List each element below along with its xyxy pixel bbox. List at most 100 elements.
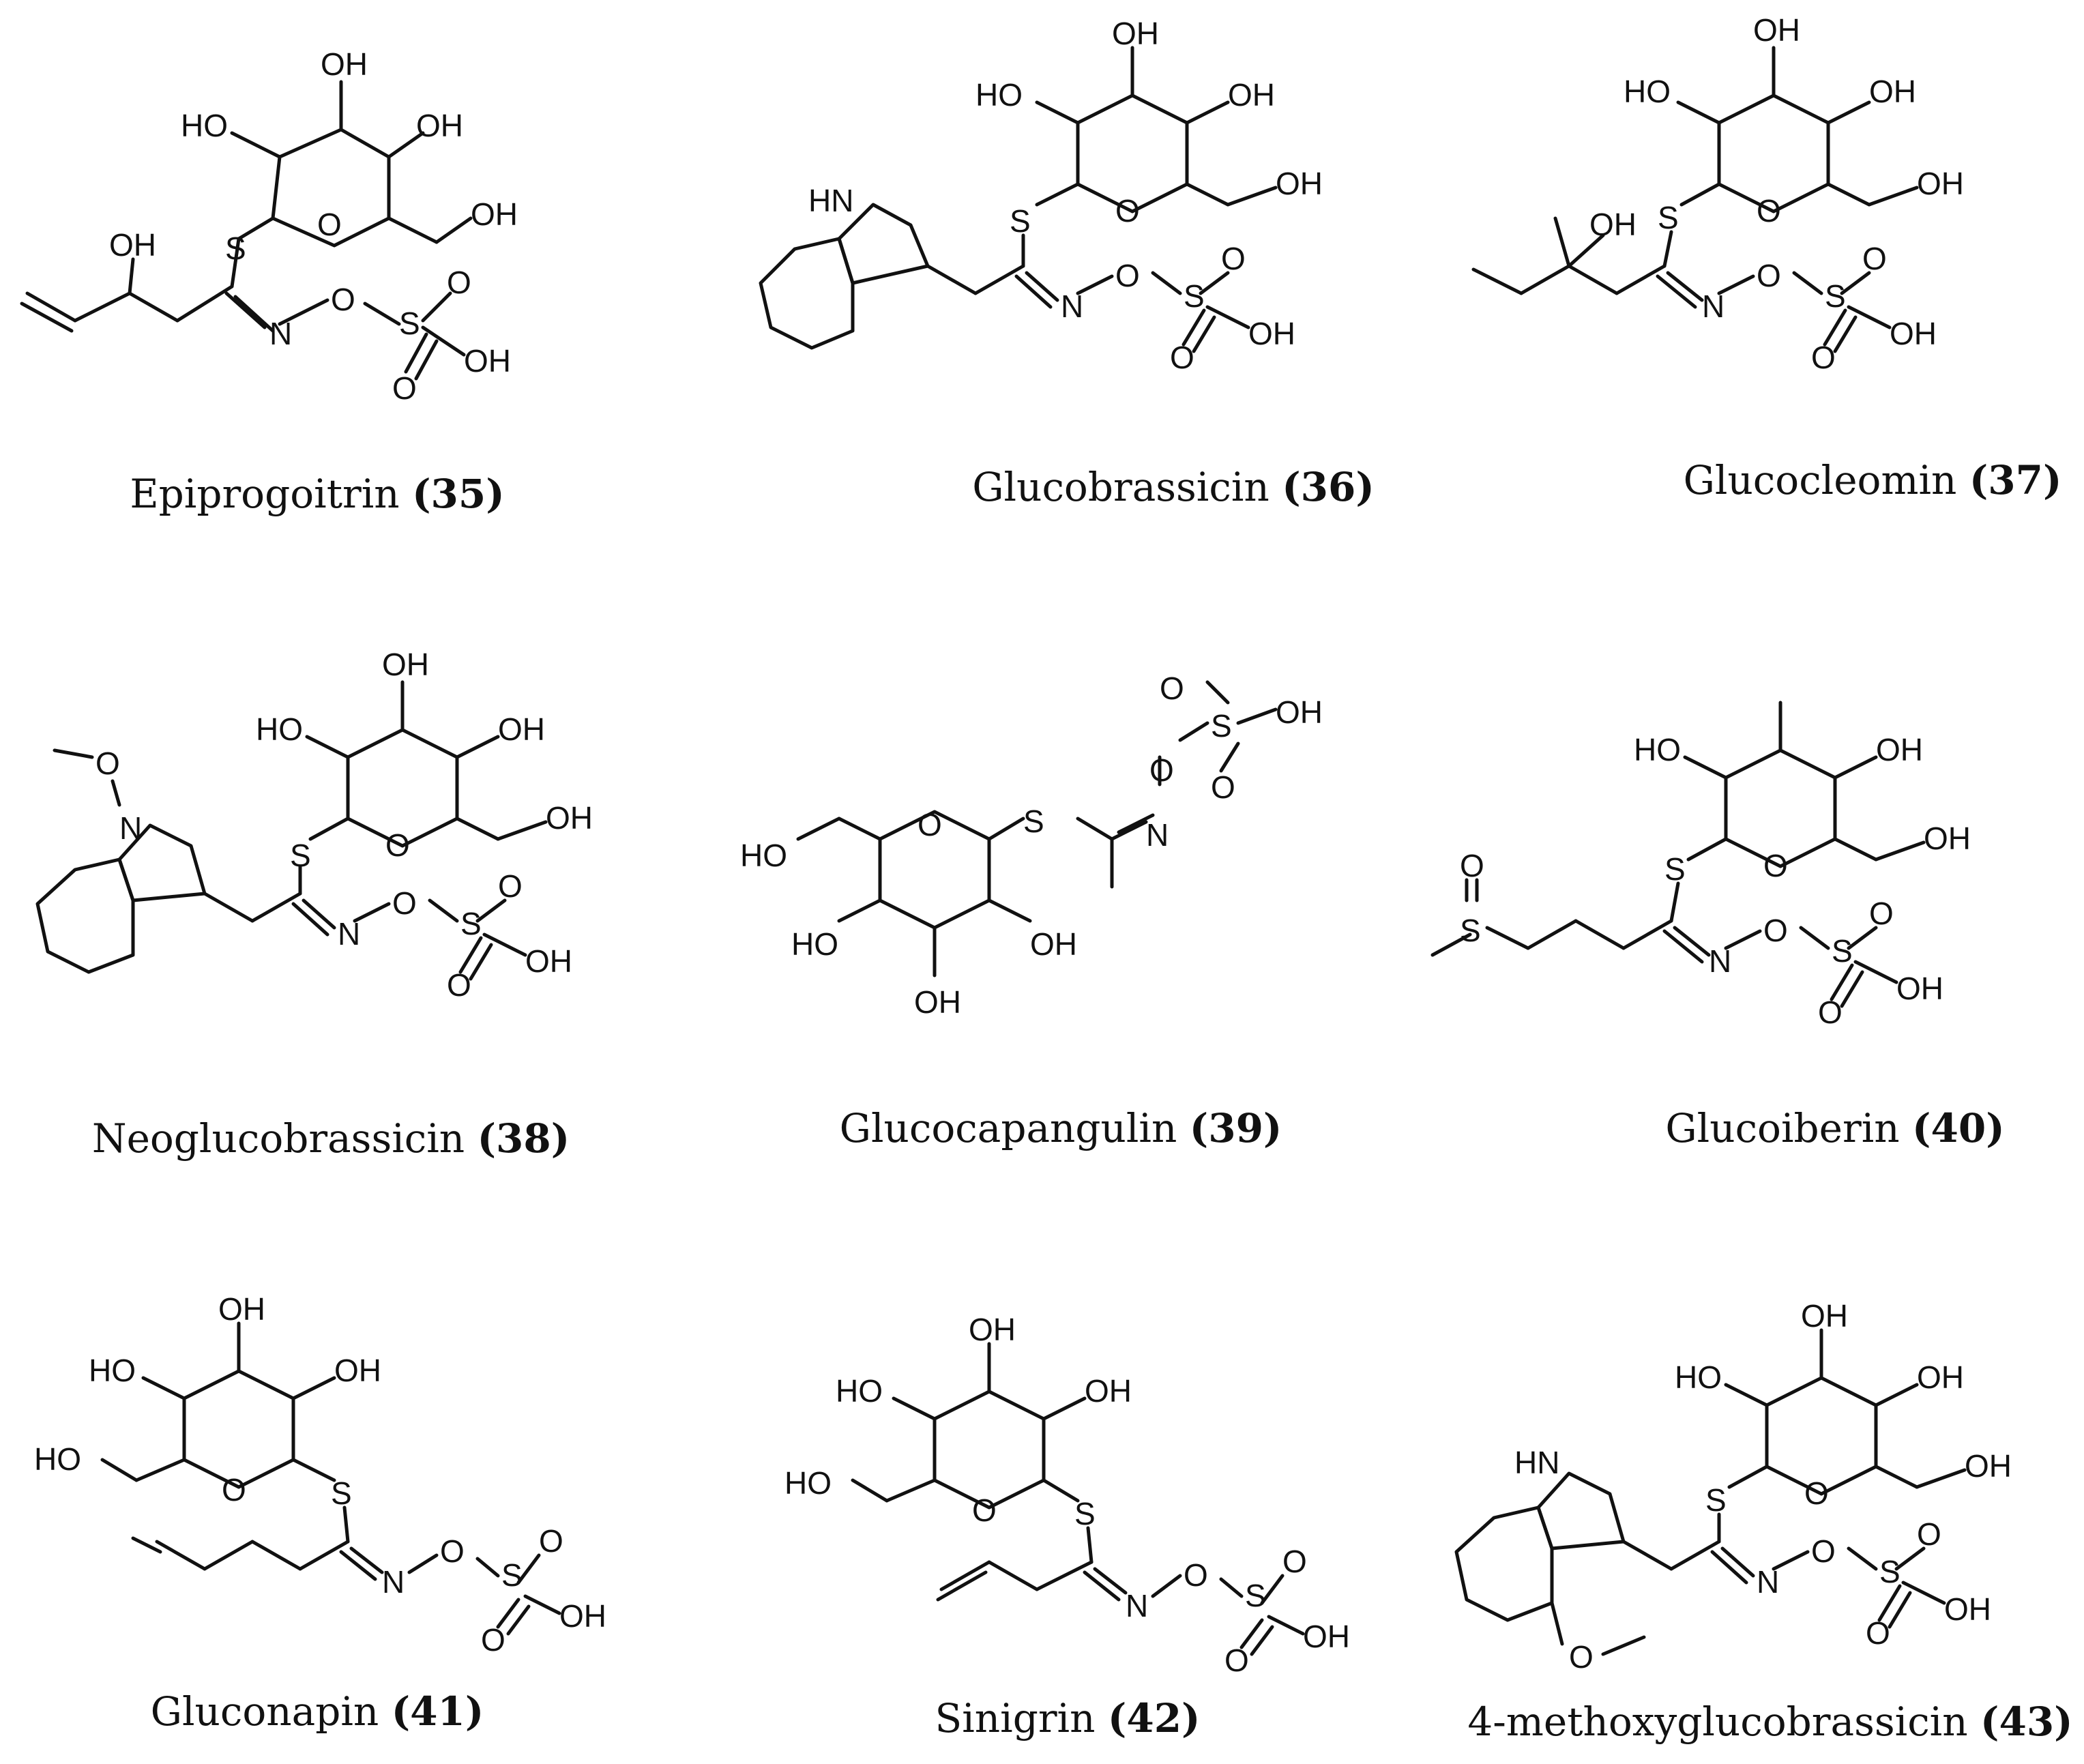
atom-s: S xyxy=(1658,200,1679,235)
atom-o: O xyxy=(222,1472,246,1508)
atom-oh: OH xyxy=(969,1312,1016,1347)
caption-sinigrin: Sinigrin (42) xyxy=(935,1699,1201,1738)
atom-o: O xyxy=(1282,1544,1307,1579)
atom-o: O xyxy=(385,827,410,863)
atom-hn: HN xyxy=(1514,1445,1559,1480)
atom-oh: OH xyxy=(321,46,368,82)
compound-number: (35) xyxy=(412,471,505,517)
atom-o: O xyxy=(440,1533,465,1569)
atom-s: S xyxy=(1184,278,1205,314)
structure-38 xyxy=(35,680,548,981)
atom-o: O xyxy=(1818,995,1843,1030)
atom-n: N xyxy=(119,810,142,846)
atom-ho: HO xyxy=(1634,732,1681,767)
atom-o: O xyxy=(1160,671,1184,706)
atom-ho: HO xyxy=(181,108,228,143)
atom-n: N xyxy=(382,1564,405,1600)
atom-o: O xyxy=(1862,241,1887,276)
atom-o: O xyxy=(918,807,942,842)
atom-o: O xyxy=(498,868,523,904)
atom-o: O xyxy=(1149,752,1174,788)
atom-o: O xyxy=(317,207,342,242)
atom-ho: HO xyxy=(784,1465,832,1501)
atom-o: O xyxy=(447,265,471,300)
atom-s: S xyxy=(399,306,420,341)
atom-hn: HN xyxy=(808,183,853,218)
atom-s: S xyxy=(1460,913,1481,948)
compound-name: Sinigrin xyxy=(935,1695,1096,1741)
atom-o: O xyxy=(1917,1516,1941,1552)
atom-o: O xyxy=(1866,1615,1890,1651)
atom-o: O xyxy=(1221,241,1246,276)
atom-o: O xyxy=(1763,913,1788,948)
atom-oh: OH xyxy=(1896,971,1943,1006)
compound-number: (39) xyxy=(1189,1105,1282,1151)
compound-number: (38) xyxy=(477,1115,570,1162)
atom-o: O xyxy=(1170,340,1194,375)
caption-gluconapin: Gluconapin (41) xyxy=(151,1692,484,1731)
atom-o: O xyxy=(447,967,471,1003)
compound-name: Epiprogoitrin xyxy=(130,471,400,517)
structure-36 xyxy=(759,46,1278,353)
atom-s: S xyxy=(1211,708,1232,744)
atom-ho: HO xyxy=(740,838,787,873)
structure-37 xyxy=(1471,46,1919,353)
atom-s: S xyxy=(1010,203,1031,239)
atom-oh: OH xyxy=(546,800,593,836)
atom-oh: OH xyxy=(1924,821,1971,856)
atom-ho: HO xyxy=(256,711,303,747)
atom-n: N xyxy=(338,916,360,952)
atom-oh: OH xyxy=(1876,732,1923,767)
caption-glucocapangulin: Glucocapangulin (39) xyxy=(840,1108,1282,1148)
atom-oh: OH xyxy=(1276,166,1323,201)
atom-o: O xyxy=(1211,769,1235,805)
atom-o: O xyxy=(1224,1643,1249,1678)
atom-oh: OH xyxy=(1917,1359,1964,1395)
caption-epiprogoitrin: Epiprogoitrin (35) xyxy=(130,474,504,514)
compound-name: Glucobrassicin xyxy=(972,464,1270,510)
atom-oh: OH xyxy=(1944,1591,1991,1627)
atom-o: O xyxy=(481,1622,505,1658)
atom-ho: HO xyxy=(89,1353,136,1388)
atom-s: S xyxy=(1825,278,1846,314)
atom-o: O xyxy=(392,885,417,921)
atom-ho: HO xyxy=(1675,1359,1722,1395)
atom-o: O xyxy=(1757,258,1781,293)
atom-ho: HO xyxy=(1624,74,1671,109)
atom-s: S xyxy=(331,1475,352,1511)
atom-oh: OH xyxy=(914,984,961,1020)
compound-number: (37) xyxy=(1969,457,2062,503)
atom-oh: OH xyxy=(1276,694,1323,730)
atom-o: O xyxy=(1569,1639,1594,1675)
atom-s: S xyxy=(1832,933,1853,969)
atom-s: S xyxy=(1074,1496,1096,1531)
atom-oh: OH xyxy=(1869,74,1916,109)
atom-o: O xyxy=(1460,848,1484,883)
atom-o: O xyxy=(1804,1475,1829,1511)
atom-o: O xyxy=(331,282,355,317)
atom-o: O xyxy=(96,746,120,781)
atom-oh: OH xyxy=(218,1291,265,1327)
atom-o: O xyxy=(1115,193,1140,229)
compound-number: (42) xyxy=(1107,1695,1201,1741)
structure-35 xyxy=(20,80,473,381)
caption-neoglucobrassicin: Neoglucobrassicin (38) xyxy=(92,1119,570,1158)
atom-oh: OH xyxy=(1801,1298,1848,1334)
atom-s: S xyxy=(501,1557,523,1593)
compound-name: Glucocapangulin xyxy=(839,1105,1177,1151)
atom-oh: OH xyxy=(1228,77,1275,113)
atom-oh: OH xyxy=(1030,926,1077,962)
atom-oh: OH xyxy=(1890,316,1937,351)
atom-oh: OH xyxy=(1589,207,1637,242)
atom-s: S xyxy=(1023,804,1044,839)
atom-oh: OH xyxy=(525,943,572,979)
compound-number: (40) xyxy=(1912,1105,2005,1151)
atom-o: O xyxy=(1811,1533,1836,1569)
atom-n: N xyxy=(269,316,292,351)
atom-n: N xyxy=(1709,943,1731,979)
atom-ho: HO xyxy=(791,926,838,962)
atom-o: O xyxy=(1757,193,1781,229)
atom-n: N xyxy=(1061,289,1083,324)
